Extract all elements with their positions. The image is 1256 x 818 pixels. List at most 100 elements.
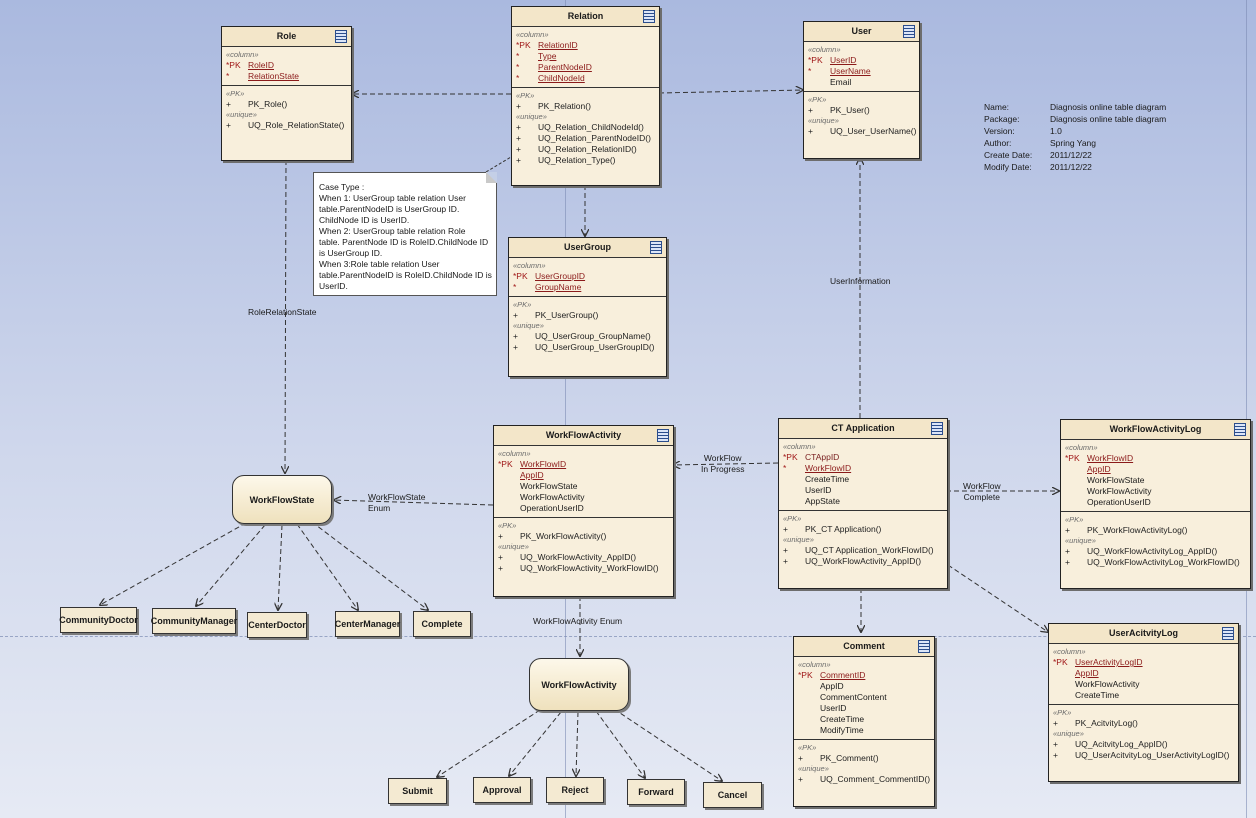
column-row[interactable]: *RelationState [226,71,347,82]
metadata-row: Modify Date:2011/12/22 [984,161,1166,173]
operation-row[interactable]: +UQ_UserGroup_UserGroupID() [513,342,662,353]
enum-value-centerdoctor[interactable]: CenterDoctor [247,612,307,638]
operation-row[interactable]: +UQ_User_UserName() [808,126,916,137]
operation-row[interactable]: +UQ_Relation_Type() [516,155,655,166]
operation-row[interactable]: +UQ_WorkFlowActivity_WorkFlowID() [498,563,669,574]
operation-marker: + [513,331,518,341]
table-title: Comment [794,637,934,657]
stereotype-label: «column» [498,449,531,458]
enum-value-submit[interactable]: Submit [388,778,447,804]
column-row[interactable]: CreateTime [798,714,930,725]
column-row[interactable]: WorkFlowActivity [1053,679,1234,690]
enum-workflowstate[interactable]: WorkFlowState [232,475,332,524]
operation-row[interactable]: +UQ_Comment_CommentID() [798,774,930,785]
case-type-note[interactable]: Case Type :When 1: UserGroup table relat… [313,172,497,296]
operation-row[interactable]: +UQ_WorkFlowActivity_AppID() [498,552,669,563]
column-row[interactable]: *GroupName [513,282,662,293]
operation-row[interactable]: +PK_WorkFlowActivity() [498,531,669,542]
column-row[interactable]: *UserName [808,66,915,77]
column-row[interactable]: AppID [1053,668,1234,679]
operation-row[interactable]: +PK_Relation() [516,101,655,112]
operation-row[interactable]: +PK_WorkFlowActivityLog() [1065,525,1246,536]
metadata-row: Author:Spring Yang [984,137,1166,149]
operation-row[interactable]: +UQ_Relation_ParentNodeID() [516,133,655,144]
enum-value-communitymanager[interactable]: CommunityManager [151,608,237,634]
column-row[interactable]: CreateTime [1053,690,1234,701]
operation-row[interactable]: +UQ_Role_RelationState() [226,120,347,131]
note-line: When 2: UserGroup table relation Role [319,226,466,236]
operation-row[interactable]: +UQ_WorkFlowActivityLog_AppID() [1065,546,1246,557]
column-row[interactable]: *Type [516,51,655,62]
operation-row[interactable]: +UQ_CT Application_WorkFlowID() [783,545,943,556]
column-row[interactable]: WorkFlowState [1065,475,1246,486]
operation-row[interactable]: +UQ_UserGroup_GroupName() [513,331,662,342]
enum-workflowactivity[interactable]: WorkFlowActivity [529,658,629,711]
column-row[interactable]: *WorkFlowID [783,463,943,474]
column-row[interactable]: AppID [1065,464,1246,475]
operation-name: UQ_WorkFlowActivityLog_AppID() [1087,546,1218,556]
enum-value-complete[interactable]: Complete [413,611,471,637]
operation-row[interactable]: +UQ_UserAcitvityLog_UserActivityLogID() [1053,750,1234,761]
column-row[interactable]: OperationUserID [1065,497,1246,508]
operation-row[interactable]: +UQ_Relation_ChildNodeId() [516,122,655,133]
column-row[interactable]: WorkFlowState [498,481,669,492]
column-row[interactable]: OperationUserID [498,503,669,514]
column-row[interactable]: AppState [783,496,943,507]
operation-row[interactable]: +PK_CT Application() [783,524,943,535]
operation-row[interactable]: +PK_UserGroup() [513,310,662,321]
operation-section: «PK»+PK_AcitvityLog()«unique»+UQ_Acitvit… [1049,704,1238,764]
enum-value-approval[interactable]: Approval [473,777,531,803]
column-row[interactable]: UserID [798,703,930,714]
table-title-text: Relation [567,11,604,21]
operation-row[interactable]: +UQ_WorkFlowActivity_AppID() [783,556,943,567]
column-row[interactable]: *ParentNodeID [516,62,655,73]
enum-value-reject[interactable]: Reject [546,777,604,803]
enum-value-cancel[interactable]: Cancel [703,782,762,808]
operation-row[interactable]: +UQ_AcitvityLog_AppID() [1053,739,1234,750]
operation-row[interactable]: +PK_User() [808,105,915,116]
operation-row[interactable]: +PK_AcitvityLog() [1053,718,1234,729]
column-row[interactable]: AppID [498,470,669,481]
column-row[interactable]: *ChildNodeId [516,73,655,84]
operation-row[interactable]: +PK_Comment() [798,753,930,764]
column-name: RelationID [538,40,578,50]
column-row[interactable]: CommentContent [798,692,930,703]
column-row[interactable]: WorkFlowActivity [1065,486,1246,497]
table-icon [657,429,669,442]
column-row[interactable]: Email [808,77,915,88]
operation-row[interactable]: +UQ_WorkFlowActivityLog_WorkFlowID() [1065,557,1246,568]
enum-value-centermanager[interactable]: CenterManager [335,611,400,637]
column-row[interactable]: CreateTime [783,474,943,485]
operation-row[interactable]: +UQ_Relation_RelationID() [516,144,655,155]
column-row[interactable]: UserID [783,485,943,496]
column-row[interactable]: AppID [798,681,930,692]
column-row[interactable]: ModifyTime [798,725,930,736]
column-marker: * [513,282,517,292]
enum-value-forward[interactable]: Forward [627,779,685,805]
operation-row[interactable]: +PK_Role() [226,99,347,110]
table-icon [931,422,943,435]
operation-marker: + [1053,718,1058,728]
column-row[interactable]: WorkFlowActivity [498,492,669,503]
state-centermanager-connector [296,523,358,610]
enum-value-communitydoctor[interactable]: CommunityDoctor [59,607,138,633]
